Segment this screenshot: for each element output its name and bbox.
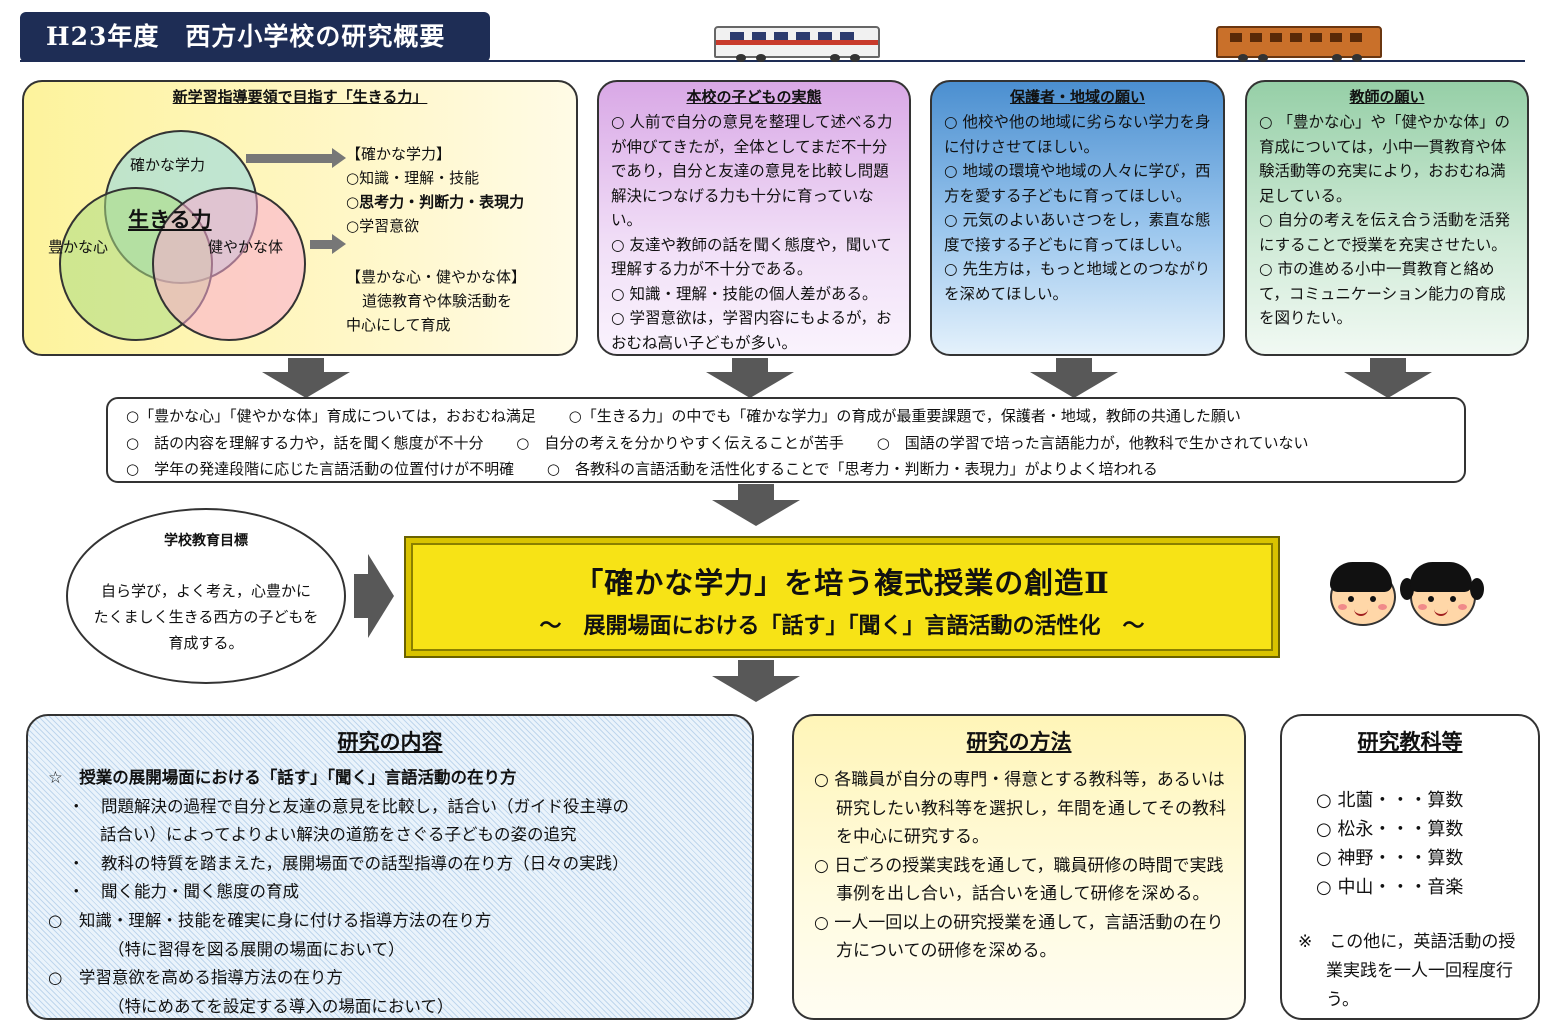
list-item: 他校や他の地域に劣らない学力を身に付けさせてほしい。 <box>944 110 1213 159</box>
kokoro-line: 中心にして育成 <box>346 316 451 334</box>
box-kenkyu-kyouka: 研究教科等 北薗・・・算数 松永・・・算数 神野・・・算数 中山・・・音楽 ※ … <box>1280 714 1540 1020</box>
box-kyoshi-negai: 教師の願い 「豊かな心」や「健やかな体」の育成については，小中一貫教育や体験活動… <box>1245 80 1529 356</box>
box-ikiru-chikara: 新学習指導要領で目指す「生きる力」 確かな学力 生きる力 豊かな心 健やかな体 … <box>22 80 578 356</box>
list-item: 先生方は，もっと地域とのつながりを深めてほしい。 <box>944 257 1213 306</box>
list-item: 話合い）によってよりよい解決の道筋をさぐる子どもの姿の追究 <box>100 825 577 845</box>
box-hogosha-negai: 保護者・地域の願い 他校や他の地域に劣らない学力を身に付けさせてほしい。 地域の… <box>930 80 1225 356</box>
summary-item: ○「豊かな心」「健やかな体」育成については，おおむね満足 <box>126 407 536 425</box>
kokoro-list: 【豊かな心・健やかな体】 道徳教育や体験活動を 中心にして育成 <box>346 265 526 337</box>
list-item: 友達や教師の話を聞く態度や，聞いて理解する力が不十分である。 <box>611 233 899 282</box>
kyoshi-list: 「豊かな心」や「健やかな体」の育成については，小中一貫教育や体験活動等の充実によ… <box>1259 110 1517 331</box>
list-item: 北薗・・・算数 <box>1316 786 1463 815</box>
girl-face-icon <box>1400 562 1484 626</box>
kokoro-heading: 【豊かな心・健やかな体】 <box>346 268 527 286</box>
list-item: ・ 聞く能力・聞く態度の育成 <box>68 882 299 902</box>
tashika-heading: 【確かな学力】 <box>346 145 452 163</box>
kyouka-list: 北薗・・・算数 松永・・・算数 神野・・・算数 中山・・・音楽 <box>1316 786 1463 902</box>
box-kenkyu-houhou: 研究の方法 各職員が自分の専門・得意とする教科等，あるいは研究したい教科等を選択… <box>792 714 1246 1020</box>
kyouka-note: ※ この他に，英語活動の授業実践を一人一回程度行う。 <box>1298 932 1516 1010</box>
list-item: 日ごろの授業実践を通して，職員研修の時間で実践事例を出し合い，話合いを通して研修… <box>814 852 1230 909</box>
houhou-list: 各職員が自分の専門・得意とする教科等，あるいは研究したい教科等を選択し，年間を通… <box>814 766 1230 966</box>
list-item: 知識・理解・技能の個人差がある。 <box>611 282 899 307</box>
box-title: 本校の子どもの実態 <box>686 88 822 106</box>
tashika-item: ○知識・理解・技能 <box>346 169 480 187</box>
list-item: ☆ 授業の展開場面における「話す」「聞く」言語活動の在り方 <box>48 768 517 787</box>
venn-label-yutaka: 豊かな心 <box>48 238 109 256</box>
box-title: 研究の内容 <box>337 729 443 754</box>
tashika-item: ○思考力・判断力・表現力 <box>346 193 525 211</box>
list-item: ・ 教科の特質を踏まえた，展開場面での話型指導の在り方（日々の実践） <box>68 853 629 873</box>
theme-sub: ～ 展開場面における「話す」「聞く」言語活動の活性化 ～ <box>539 613 1145 639</box>
arrow-right-icon <box>310 234 346 254</box>
kodomo-list: 人前で自分の意見を整理して述べる力が伸びてきたが，全体としてまだ不十分であり，自… <box>611 110 899 355</box>
summary-item: ○「生きる力」の中でも「確かな学力」の育成が最重要課題で，保護者・地域，教師の共… <box>568 407 1241 425</box>
list-item: 松永・・・算数 <box>1316 815 1463 844</box>
list-item: ・ 問題解決の過程で自分と友達の意見を比較し，話合い（ガイド役主導の <box>68 796 629 816</box>
train-icon-white <box>714 26 880 62</box>
summary-item: ○ 学年の発達段階に応じた言語活動の位置付けが不明確 <box>126 460 515 478</box>
list-item: 自分の考えを伝え合う活動を活発にすることで授業を充実させたい。 <box>1259 208 1517 257</box>
goal-line: たくましく生きる西方の子どもを <box>93 608 319 626</box>
list-item: 「豊かな心」や「健やかな体」の育成については，小中一貫教育や体験活動等の充実によ… <box>1259 110 1517 208</box>
list-item: 元気のよいあいさつをし，素直な態度で接する子どもに育ってほしい。 <box>944 208 1213 257</box>
summary-row: ○ 話の内容を理解する力や，話を聞く態度が不十分 ○ 自分の考えを分かりやすく伝… <box>126 432 1336 453</box>
list-item: 人前で自分の意見を整理して述べる力が伸びてきたが，全体としてまだ不十分であり，自… <box>611 110 899 233</box>
box-kenkyu-naiyou: 研究の内容 ☆ 授業の展開場面における「話す」「聞く」言語活動の在り方 ・ 問題… <box>26 714 754 1020</box>
list-item: 神野・・・算数 <box>1316 844 1463 873</box>
goal-text: 自ら学び，よく考え，心豊かに たくましく生きる西方の子どもを 育成する。 <box>82 578 330 656</box>
list-item: 地域の環境や地域の人々に学び，西方を愛する子どもに育ってほしい。 <box>944 159 1213 208</box>
theme-main: 「確かな学力」を培う複式授業の創造Ⅱ <box>574 566 1110 600</box>
box-title: 新学習指導要領で目指す「生きる力」 <box>172 88 428 106</box>
summary-item: ○ 自分の考えを分かりやすく伝えることが苦手 <box>516 434 844 452</box>
list-item: 学習意欲は，学習内容にもよるが，おおむね高い子どもが多い。 <box>611 306 899 355</box>
box-title: 研究の方法 <box>966 729 1072 754</box>
list-item: ○ 学習意欲を高める指導方法の在り方 <box>48 968 343 988</box>
summary-item: ○ 話の内容を理解する力や，話を聞く態度が不十分 <box>126 434 484 452</box>
arrow-right-icon <box>354 546 394 646</box>
hogo-list: 他校や他の地域に劣らない学力を身に付けさせてほしい。 地域の環境や地域の人々に学… <box>944 110 1213 306</box>
title-rule <box>20 60 1525 62</box>
list-item: 一人一回以上の研究授業を通して，言語活動の在り方についての研修を深める。 <box>814 909 1230 966</box>
summary-row: ○ 学年の発達段階に応じた言語活動の位置付けが不明確 ○ 各教科の言語活動を活性… <box>126 458 1186 479</box>
summary-item: ○ 各教科の言語活動を活性化することで「思考力・判断力・表現力」がよりよく培われ… <box>546 460 1158 478</box>
naiyou-list: ☆ 授業の展開場面における「話す」「聞く」言語活動の在り方 ・ 問題解決の過程で… <box>48 764 740 1021</box>
goal-title: 学校教育目標 <box>164 533 248 549</box>
list-item: 各職員が自分の専門・得意とする教科等，あるいは研究したい教科等を選択し，年間を通… <box>814 766 1230 852</box>
venn-label-tashika: 確かな学力 <box>130 156 206 174</box>
research-theme: 「確かな学力」を培う複式授業の創造Ⅱ ～ 展開場面における「話す」「聞く」言語活… <box>404 536 1280 658</box>
school-goal: 学校教育目標 自ら学び，よく考え，心豊かに たくましく生きる西方の子どもを 育成… <box>66 508 346 684</box>
summary-row: ○「豊かな心」「健やかな体」育成については，おおむね満足 ○「生きる力」の中でも… <box>126 405 1269 426</box>
arrow-right-icon <box>246 148 346 168</box>
venn-label-sukoyaka: 健やかな体 <box>208 238 284 256</box>
box-title: 保護者・地域の願い <box>1009 88 1145 106</box>
kokoro-line: 道徳教育や体験活動を <box>362 292 513 310</box>
goal-line: 育成する。 <box>168 634 244 652</box>
box-kodomo-jittai: 本校の子どもの実態 人前で自分の意見を整理して述べる力が伸びてきたが，全体として… <box>597 80 911 356</box>
box-title: 教師の願い <box>1349 88 1425 106</box>
list-item: （特に習得を図る展開の場面において） <box>108 939 405 959</box>
list-item: 市の進める小中一貫教育と絡めて，コミュニケーション能力の育成を図りたい。 <box>1259 257 1517 331</box>
train-icon-orange <box>1216 26 1382 62</box>
list-item: （特にめあてを設定する導入の場面において） <box>108 996 454 1016</box>
goal-line: 自ら学び，よく考え，心豊かに <box>100 582 311 600</box>
page-title: H23年度 西方小学校の研究概要 <box>20 12 490 62</box>
box-title: 研究教科等 <box>1357 729 1463 754</box>
list-item: 中山・・・音楽 <box>1316 873 1463 902</box>
list-item: ○ 知識・理解・技能を確実に身に付ける指導方法の在り方 <box>48 910 492 930</box>
boy-face-icon <box>1330 562 1396 626</box>
summary-box: ○「豊かな心」「健やかな体」育成については，おおむね満足 ○「生きる力」の中でも… <box>106 397 1466 483</box>
tashika-list: 【確かな学力】 ○知識・理解・技能 ○思考力・判断力・表現力 ○学習意欲 <box>346 142 524 238</box>
summary-item: ○ 国語の学習で培った言語能力が，他教科で生かされていない <box>876 434 1309 452</box>
venn-label-ikiru: 生きる力 <box>128 208 212 232</box>
venn-circle-sukoyaka <box>152 187 306 341</box>
tashika-item: ○学習意欲 <box>346 217 420 235</box>
